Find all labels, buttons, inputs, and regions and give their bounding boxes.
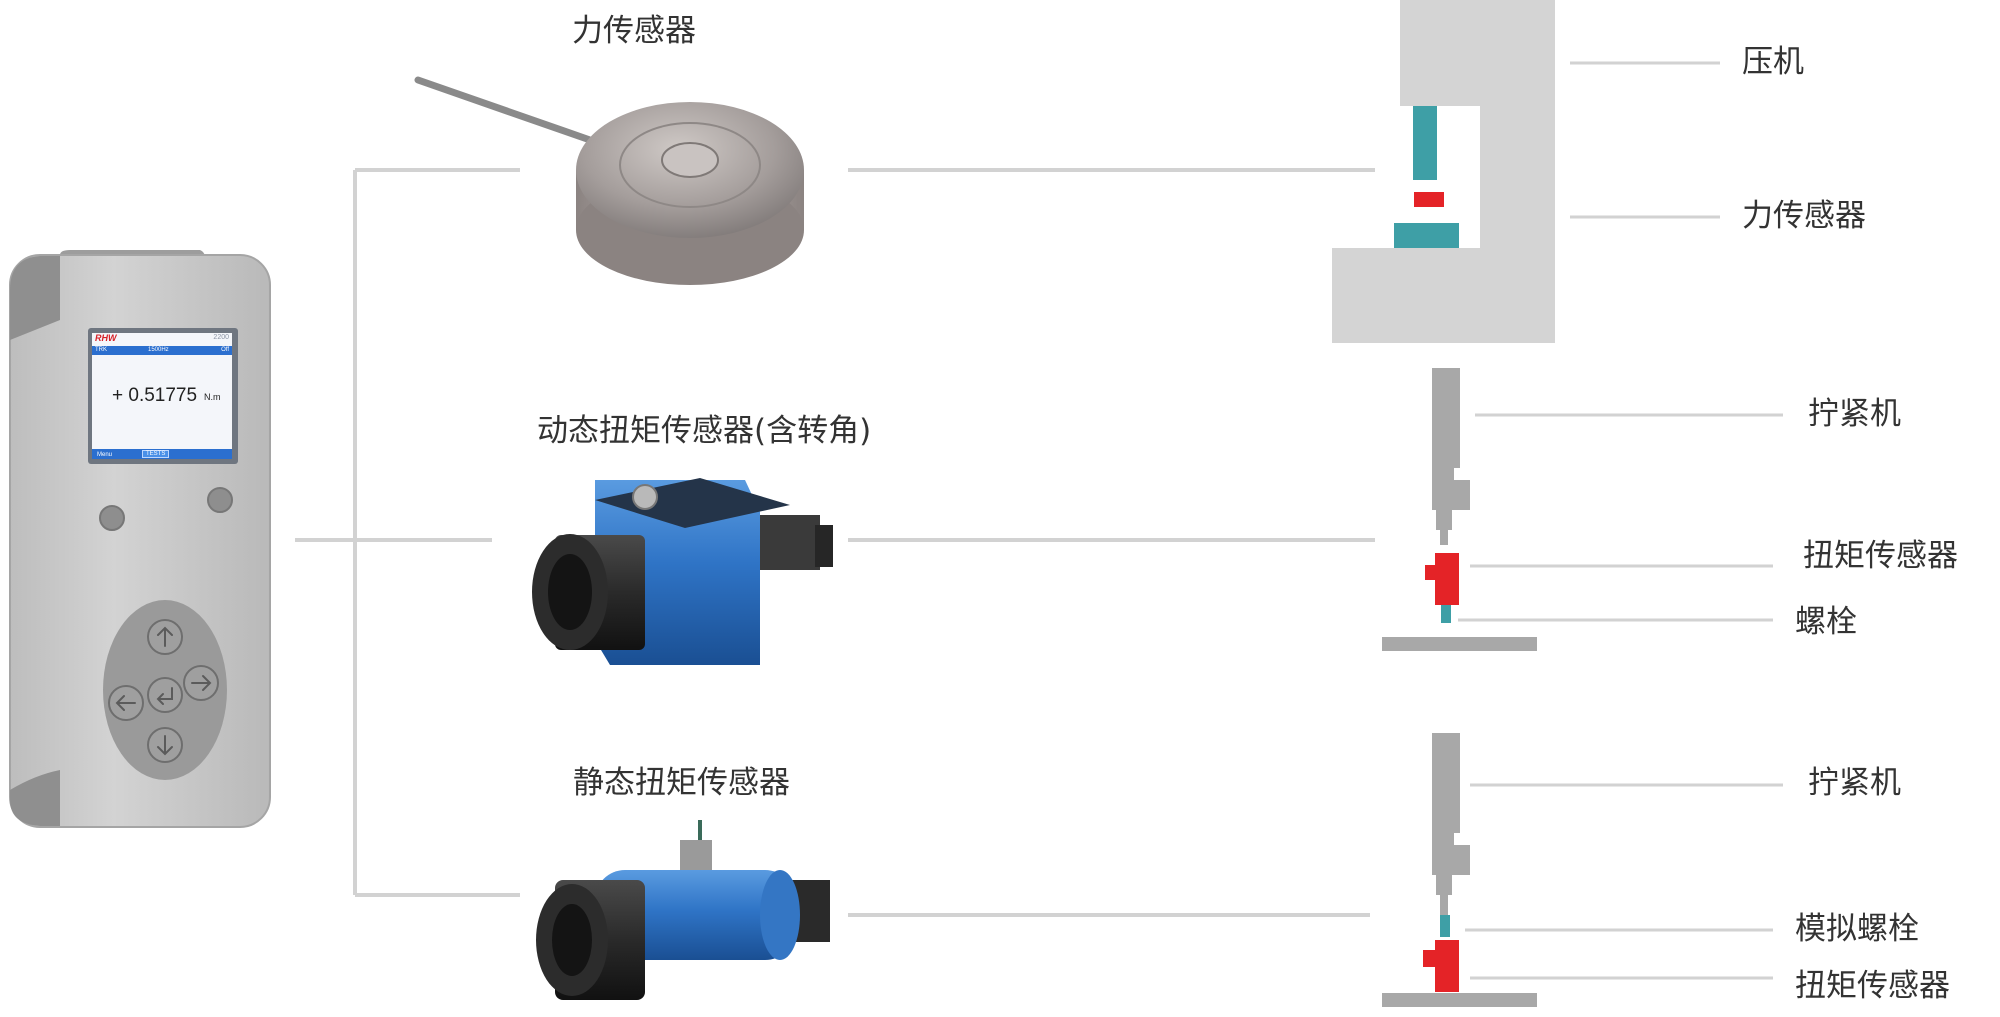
arrow-up-icon [157,626,173,647]
right-function-button[interactable] [207,487,233,513]
torque-sensor-marker [1435,553,1459,605]
enter-button[interactable] [147,677,183,713]
force-sensor-image [414,76,804,285]
press-ram [1413,106,1437,180]
screen-header: RHW 2200 [92,333,232,346]
connector-icon [632,484,658,510]
workpiece-plate [1382,993,1537,1007]
workpiece-plate [1382,637,1537,651]
status-rate: 1500Hz [148,347,169,353]
force-sensor-title: 力传感器 [572,13,696,49]
left-function-button[interactable] [99,505,125,531]
sensor-cable [414,76,594,144]
static-machine-label: 拧紧机 [1808,765,1901,801]
menu-soft-key[interactable]: Menu [97,452,113,458]
press-machine-label: 压机 [1742,44,1804,80]
model-number: 2200 [213,334,229,341]
static-sensor-label: 扭矩传感器 [1795,968,1950,1004]
press-diagram [1332,0,1720,343]
arrow-right-icon [191,675,212,691]
dynamic-sensor-label: 扭矩传感器 [1803,538,1958,574]
device-screen: RHW 2200 TRK 1500Hz Off + 0.51775 N.m Me… [89,330,235,462]
dynamic-torque-sensor-image [532,478,833,665]
tests-soft-key[interactable]: TESTS [142,450,170,458]
dynamic-bolt-label: 螺栓 [1795,604,1857,640]
enter-icon [156,687,173,705]
simulated-bolt-marker [1440,915,1450,937]
static-tightening-diagram [1382,733,1783,1007]
status-bar: TRK 1500Hz Off [92,346,232,355]
reading-value: + 0.51775 [112,385,198,406]
static-bolt-label: 模拟螺栓 [1795,911,1919,947]
dynamic-tightening-diagram [1382,368,1783,651]
status-mode: TRK [95,347,107,353]
soft-key-bar: Menu TESTS [92,449,232,459]
brand-logo: RHW [95,333,117,343]
press-frame [1332,0,1555,343]
arrow-left-icon [115,695,136,711]
arrow-down-icon [157,735,173,756]
tightening-tool [1432,733,1460,833]
dynamic-machine-label: 拧紧机 [1808,396,1901,432]
press-sensor-label: 力传感器 [1742,198,1866,234]
status-filter: Off [221,347,229,353]
force-sensor-marker [1414,192,1444,207]
static-torque-sensor-image [536,820,830,1000]
tightening-tool [1432,368,1460,468]
bolt-marker [1441,605,1451,623]
load-button [661,142,719,178]
connector-tree [295,168,520,897]
dynamic-torque-sensor-title: 动态扭矩传感器(含转角) [537,413,872,449]
static-torque-sensor-title: 静态扭矩传感器 [573,765,790,801]
reading-unit: N.m [204,392,221,402]
application-connectors [848,168,1375,917]
torque-sensor-marker [1435,940,1459,992]
press-anvil [1394,223,1459,248]
